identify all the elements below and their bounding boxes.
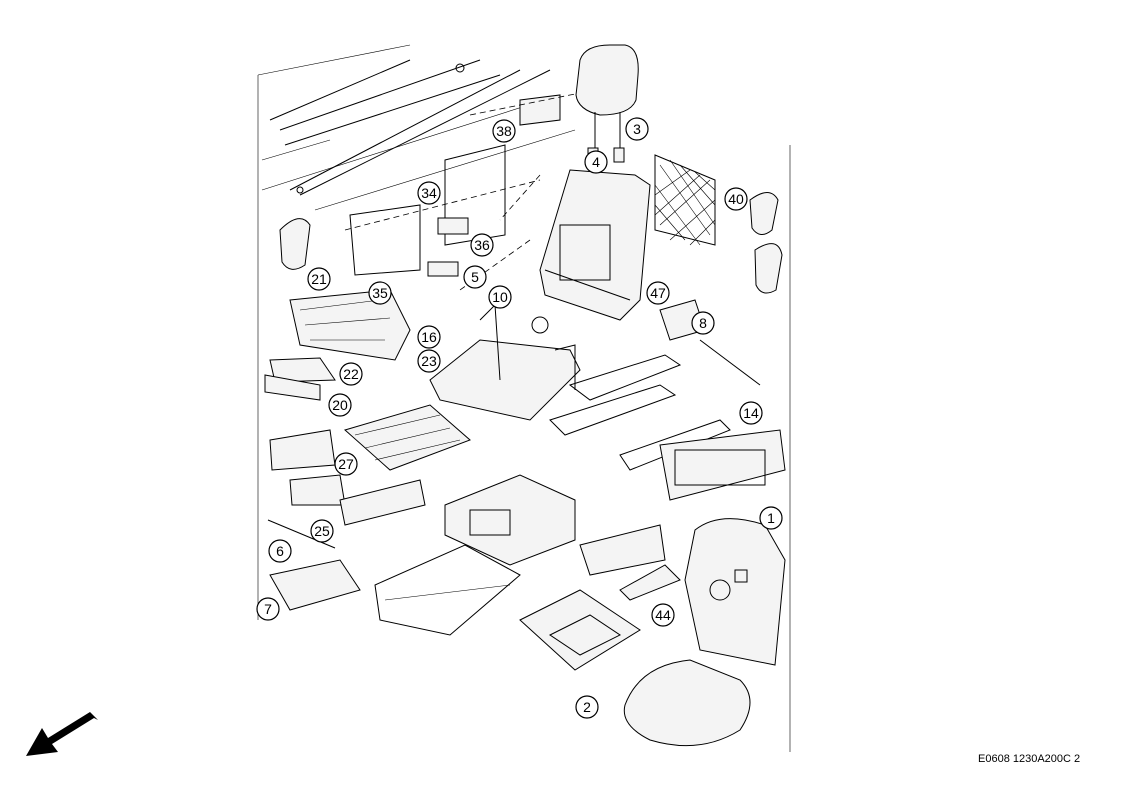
side-shields-part-25 (269, 429, 426, 526)
callout-36: 36 (470, 233, 494, 257)
back-panel-part-34-35 (344, 144, 541, 276)
callout-21: 21 (307, 267, 331, 291)
svg-text:21: 21 (311, 271, 327, 287)
svg-text:25: 25 (314, 523, 330, 539)
callout-44: 44 (651, 603, 675, 627)
seatback-cover-part-1 (684, 518, 786, 666)
svg-text:34: 34 (421, 185, 437, 201)
callout-6: 6 (268, 539, 292, 563)
seatback-net-part-40 (654, 154, 716, 246)
lower-pan-part-27 (343, 404, 471, 471)
callout-35: 35 (368, 281, 392, 305)
svg-text:47: 47 (650, 285, 666, 301)
svg-text:14: 14 (743, 405, 759, 421)
adjust-levers-part-20-22 (264, 357, 336, 401)
rod-and-cable-parts (261, 59, 576, 211)
recliner-motor-part-36-5 (427, 217, 469, 277)
svg-text:7: 7 (264, 601, 272, 617)
seat-base-assembly (444, 429, 786, 566)
svg-text:38: 38 (496, 123, 512, 139)
svg-text:22: 22 (343, 366, 359, 382)
svg-text:40: 40 (728, 191, 744, 207)
callout-4: 4 (584, 150, 608, 174)
svg-text:36: 36 (474, 237, 490, 253)
svg-text:5: 5 (471, 269, 479, 285)
callout-23: 23 (417, 349, 441, 373)
frame-lines (257, 44, 791, 752)
callout-7: 7 (256, 597, 280, 621)
part-38-bracket (469, 84, 621, 126)
callout-16: 16 (417, 325, 441, 349)
callout-3: 3 (625, 117, 649, 141)
svg-text:20: 20 (332, 397, 348, 413)
callout-22: 22 (339, 362, 363, 386)
svg-text:27: 27 (338, 456, 354, 472)
callout-27: 27 (334, 452, 358, 476)
callout-1: 1 (759, 506, 783, 530)
side-trim-covers (279, 192, 783, 294)
svg-text:16: 16 (421, 329, 437, 345)
seat-cushion-part-2 (623, 659, 751, 747)
svg-text:10: 10 (492, 289, 508, 305)
svg-text:6: 6 (276, 543, 284, 559)
svg-text:4: 4 (592, 154, 600, 170)
drawing-code: E0608 1230A200C 2 (978, 753, 1081, 765)
seat-pedestal (519, 589, 641, 671)
svg-text:8: 8 (699, 315, 707, 331)
svg-text:23: 23 (421, 353, 437, 369)
callout-2: 2 (575, 695, 599, 719)
seat-frame-part-10 (429, 303, 581, 421)
slide-rail-assembly (374, 544, 521, 636)
svg-text:1: 1 (767, 510, 775, 526)
callout-40: 40 (724, 187, 748, 211)
seat-rails-part-14 (549, 354, 731, 471)
headrest-part-3 (575, 44, 639, 150)
callout-5: 5 (463, 265, 487, 289)
seatbelt-buckle-part-8 (659, 299, 761, 386)
callout-20: 20 (328, 393, 352, 417)
svg-text:44: 44 (655, 607, 671, 623)
svg-text:2: 2 (583, 699, 591, 715)
cushion-pan (289, 289, 411, 361)
callout-14: 14 (739, 401, 763, 425)
callout-34: 34 (417, 181, 441, 205)
front-direction-arrow-icon (26, 712, 98, 756)
lower-brackets-part-6-7 (267, 519, 361, 611)
armrest-part-44 (579, 524, 681, 601)
callout-10: 10 (488, 285, 512, 309)
svg-text:3: 3 (633, 121, 641, 137)
callout-38: 38 (492, 119, 516, 143)
callout-8: 8 (691, 311, 715, 335)
callout-47: 47 (646, 281, 670, 305)
callout-25: 25 (310, 519, 334, 543)
svg-text:35: 35 (372, 285, 388, 301)
seatback-frame (459, 169, 651, 321)
